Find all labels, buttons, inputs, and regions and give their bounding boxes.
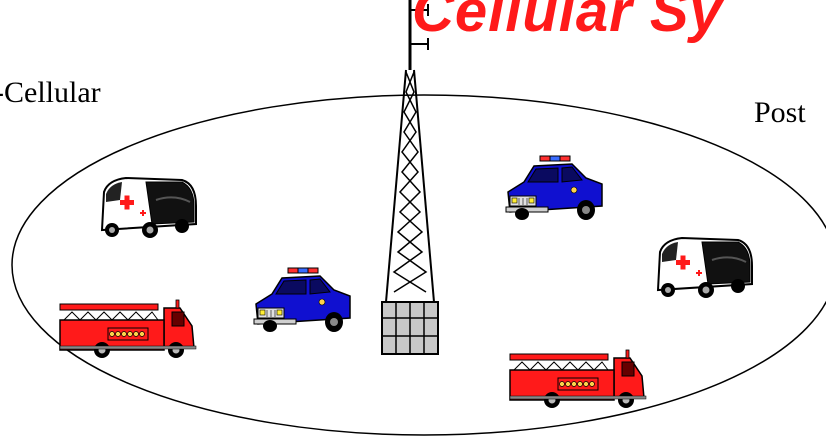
ambulance-icon [658, 238, 752, 298]
fire-truck-icon [510, 350, 646, 408]
police-car-icon [254, 268, 350, 332]
radio-tower-icon [382, 0, 438, 354]
ambulance-icon [102, 178, 196, 238]
police-car-icon [506, 156, 602, 220]
page-title: Cellular Sy [412, 0, 723, 45]
right-label: Post [754, 96, 806, 130]
fire-truck-icon [60, 300, 196, 358]
left-label: -Cellular [0, 76, 101, 110]
